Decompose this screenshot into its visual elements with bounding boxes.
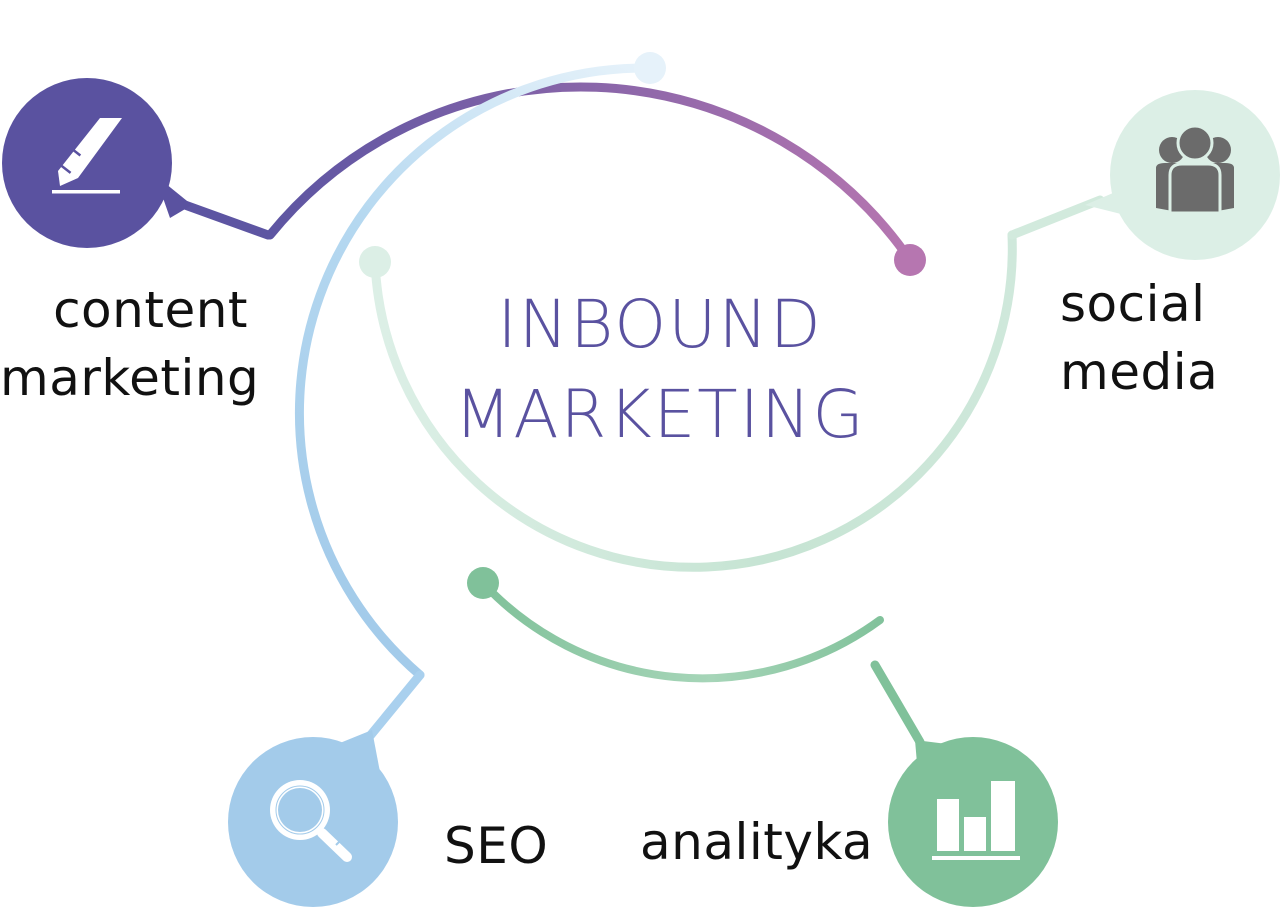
bubble-content-marketing[interactable] — [2, 78, 192, 248]
green-connector — [870, 660, 925, 747]
label-content-marketing-line2: marketing — [0, 349, 260, 407]
label-analityka-text: analityka — [640, 813, 874, 871]
bubble-seo[interactable] — [228, 730, 398, 907]
diagram-title: INBOUND MARKETING — [440, 280, 880, 460]
bubble-social-media[interactable] — [1085, 90, 1280, 260]
blue-connector — [360, 670, 425, 747]
title-line-1: INBOUND — [497, 286, 823, 363]
pen-icon — [52, 118, 122, 194]
label-analityka: analityka — [640, 808, 873, 876]
label-social-media: social media — [1060, 270, 1218, 406]
magnifier-icon — [270, 780, 352, 862]
label-content-marketing: content marketing — [0, 276, 260, 412]
bubble-analityka[interactable] — [888, 737, 1058, 907]
light-green-arc — [370, 230, 1017, 572]
green-inner-arc-end-dot — [467, 567, 499, 599]
label-seo-text: SEO — [444, 817, 549, 875]
light-green-arc-end-dot — [359, 246, 391, 278]
purple-arc — [265, 82, 915, 265]
purple-arc-end-dot — [894, 244, 926, 276]
purple-connector — [180, 200, 273, 240]
bar-chart-icon — [932, 781, 1020, 860]
label-social-media-line2: media — [1060, 343, 1219, 401]
light-green-connector — [1007, 195, 1105, 240]
blue-arc — [294, 63, 645, 680]
label-content-marketing-line1: content — [53, 281, 248, 339]
blue-arc-end-dot — [634, 52, 666, 84]
green-inner-arc — [479, 579, 884, 683]
title-line-2: MARKETING — [454, 376, 866, 453]
label-social-media-line1: social — [1060, 275, 1206, 333]
label-seo: SEO — [444, 812, 548, 880]
people-group-icon — [1156, 124, 1234, 215]
